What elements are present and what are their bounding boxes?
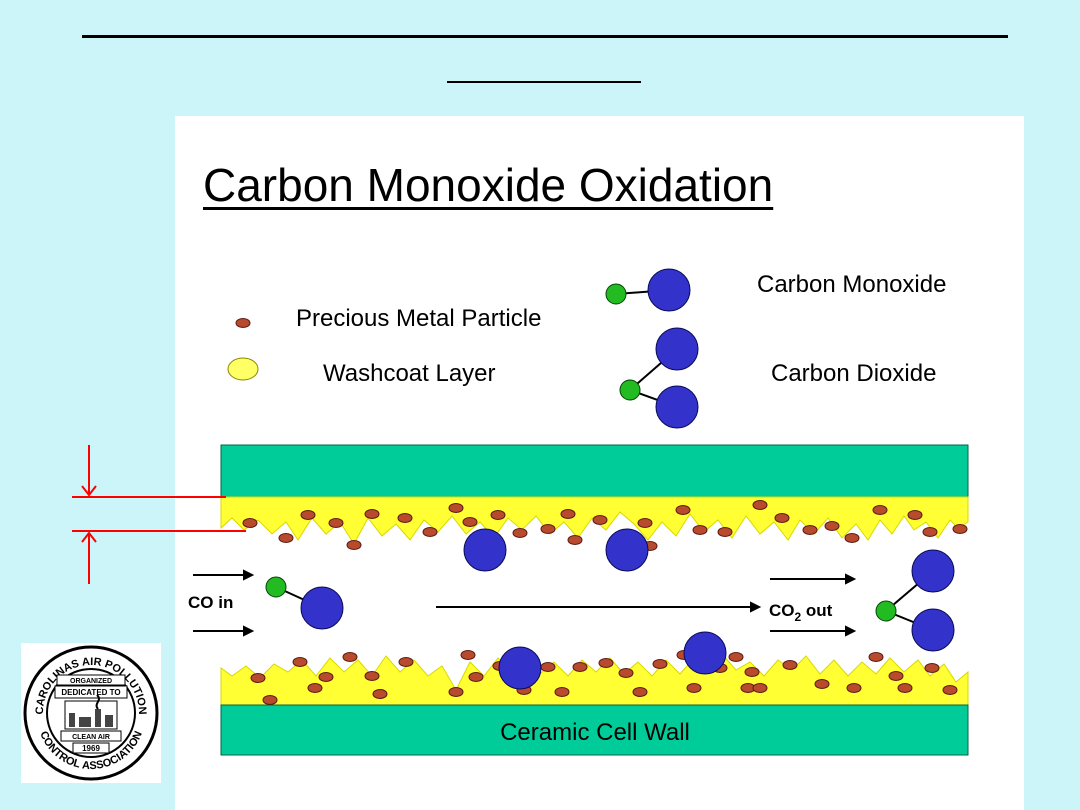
metal-particle bbox=[560, 509, 576, 519]
metal-particle bbox=[242, 518, 258, 528]
inlet-arrow-top bbox=[193, 569, 255, 581]
bottom-washcoat-layer bbox=[220, 653, 969, 706]
metal-particle bbox=[397, 513, 413, 523]
metal-particle bbox=[490, 510, 506, 520]
metal-particle bbox=[300, 510, 316, 520]
oxygen-atom bbox=[463, 528, 507, 572]
metal-particle bbox=[868, 652, 884, 662]
metal-particle bbox=[844, 533, 860, 543]
metal-particle bbox=[307, 683, 323, 693]
metal-particle bbox=[592, 515, 608, 525]
metal-particle bbox=[460, 650, 476, 660]
metal-particle bbox=[802, 525, 818, 535]
metal-particle bbox=[907, 510, 923, 520]
outlet-arrow-top bbox=[770, 573, 857, 585]
ceramic-cell-wall-label: Ceramic Cell Wall bbox=[500, 719, 690, 746]
metal-particle bbox=[652, 659, 668, 669]
metal-particle bbox=[567, 535, 583, 545]
legend-carbon-monoxide-label: Carbon Monoxide bbox=[757, 271, 947, 298]
channel-flow-arrow bbox=[436, 601, 762, 613]
metal-particle bbox=[554, 687, 570, 697]
legend-precious-metal-label: Precious Metal Particle bbox=[296, 305, 542, 332]
metal-particle bbox=[686, 683, 702, 693]
metal-particle bbox=[675, 505, 691, 515]
metal-particle bbox=[448, 503, 464, 513]
metal-particle bbox=[637, 518, 653, 528]
logo-smokestack-icon bbox=[64, 694, 118, 730]
top-ceramic-wall bbox=[220, 444, 969, 498]
legend-carbon-dioxide-label: Carbon Dioxide bbox=[771, 360, 937, 387]
capca-logo: CAROLINAS AIR POLLUTION CONTROL ASSOCIAT… bbox=[21, 643, 161, 783]
metal-particle bbox=[846, 683, 862, 693]
inlet-arrow-bottom bbox=[193, 625, 255, 637]
subtitle-rule bbox=[447, 81, 641, 83]
metal-particle bbox=[824, 521, 840, 531]
metal-particle bbox=[952, 524, 968, 534]
logo-dedicated-text: DEDICATED TO bbox=[61, 688, 120, 697]
metal-particle bbox=[540, 524, 556, 534]
metal-particle bbox=[278, 533, 294, 543]
metal-particle bbox=[318, 672, 334, 682]
metal-particle bbox=[468, 672, 484, 682]
metal-particle bbox=[774, 513, 790, 523]
metal-particle bbox=[782, 660, 798, 670]
metal-particle bbox=[328, 518, 344, 528]
outlet-arrow-bottom bbox=[770, 625, 857, 637]
metal-particle bbox=[814, 679, 830, 689]
metal-particle bbox=[250, 673, 266, 683]
metal-particle bbox=[618, 668, 634, 678]
legend-metal-particle-icon bbox=[235, 318, 251, 328]
co-in-label: CO in bbox=[188, 593, 233, 612]
metal-particle bbox=[572, 662, 588, 672]
oxygen-atom bbox=[605, 528, 649, 572]
legend-washcoat-label: Washcoat Layer bbox=[323, 360, 496, 387]
metal-particle bbox=[922, 527, 938, 537]
oxygen-atom bbox=[498, 646, 542, 690]
metal-particle bbox=[540, 662, 556, 672]
oxygen-atom bbox=[683, 631, 727, 675]
metal-particle bbox=[598, 658, 614, 668]
metal-particle bbox=[364, 671, 380, 681]
metal-particle bbox=[942, 685, 958, 695]
metal-particle bbox=[448, 687, 464, 697]
metal-particle bbox=[398, 657, 414, 667]
outgoing-co2-molecule bbox=[875, 549, 955, 652]
co2-out-label: CO2 out bbox=[769, 601, 833, 624]
logo-year-text: 1969 bbox=[82, 744, 100, 753]
bottom-ceramic-wall bbox=[220, 704, 969, 756]
legend-washcoat-icon bbox=[227, 357, 259, 381]
logo-clean-air-text: CLEAN AIR bbox=[72, 734, 110, 741]
metal-particle bbox=[462, 517, 478, 527]
incoming-co-molecule bbox=[265, 576, 344, 630]
logo-organized-text: ORGANIZED bbox=[70, 678, 112, 685]
top-rule bbox=[82, 35, 1008, 38]
metal-particle bbox=[262, 695, 278, 705]
metal-particle bbox=[364, 509, 380, 519]
metal-particle bbox=[346, 540, 362, 550]
metal-particle bbox=[872, 505, 888, 515]
metal-particle bbox=[752, 500, 768, 510]
metal-particle bbox=[692, 525, 708, 535]
metal-particle bbox=[897, 683, 913, 693]
metal-particle bbox=[512, 528, 528, 538]
metal-particle bbox=[422, 527, 438, 537]
legend-co-molecule-icon bbox=[605, 268, 691, 312]
metal-particle bbox=[752, 683, 768, 693]
metal-particle bbox=[292, 657, 308, 667]
washcoat-thickness-marker bbox=[72, 445, 246, 584]
metal-particle bbox=[924, 663, 940, 673]
metal-particle bbox=[372, 689, 388, 699]
metal-particle bbox=[717, 527, 733, 537]
legend-co2-molecule-icon bbox=[619, 327, 699, 429]
metal-particle bbox=[728, 652, 744, 662]
metal-particle bbox=[632, 687, 648, 697]
slide-title: Carbon Monoxide Oxidation bbox=[203, 159, 774, 211]
metal-particle bbox=[888, 671, 904, 681]
metal-particle bbox=[744, 667, 760, 677]
metal-particle bbox=[342, 652, 358, 662]
